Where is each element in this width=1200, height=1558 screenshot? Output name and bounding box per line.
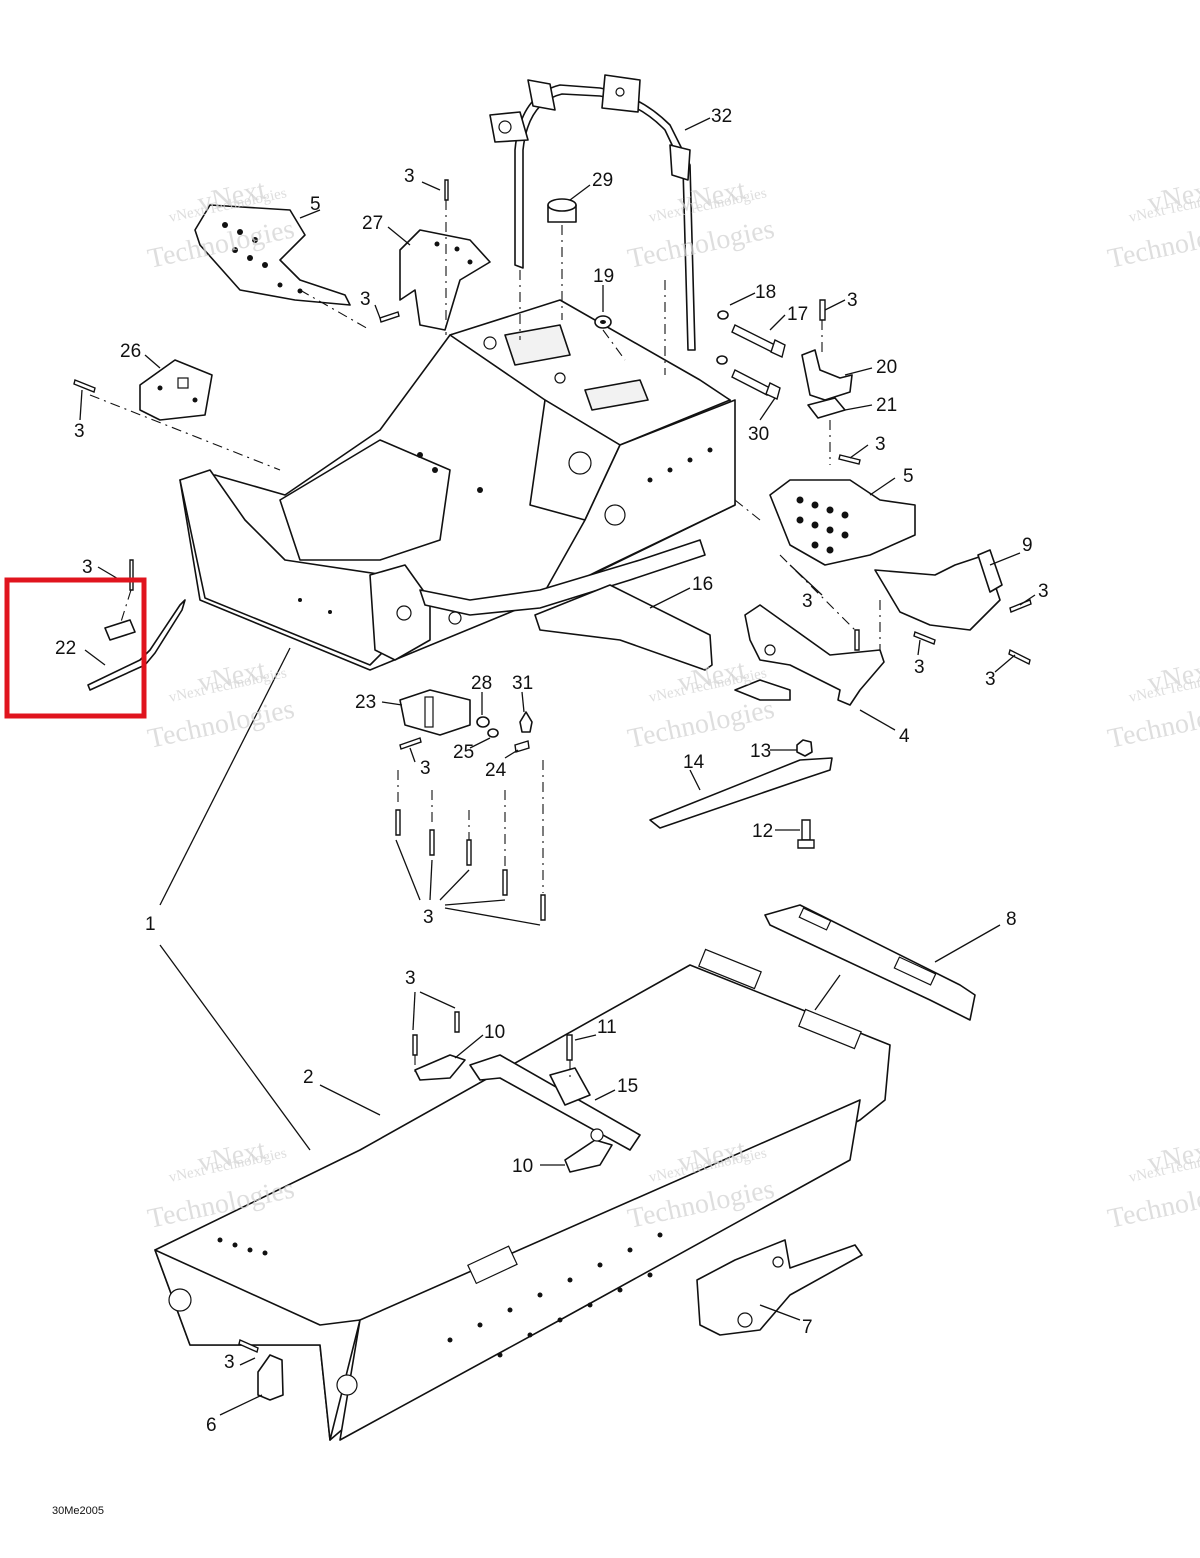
callout-25[interactable]: 25 [453,742,474,763]
callout-3-n[interactable]: 3 [224,1352,235,1373]
callout-7[interactable]: 7 [802,1317,813,1338]
callout-10-lower[interactable]: 10 [512,1156,533,1177]
part-20-bracket [801,349,853,401]
callout-3-m[interactable]: 3 [405,968,416,989]
part-5-left-footrest [194,204,351,306]
part-19-grommet [594,315,612,329]
callout-2[interactable]: 2 [303,1067,314,1088]
svg-text:Technologies: Technologies [1105,214,1200,275]
part-27-bracket [399,229,491,331]
part-9-bracket [874,549,1003,631]
callout-28[interactable]: 28 [471,673,492,694]
part-32-steering-support [489,74,696,351]
callout-12[interactable]: 12 [752,821,773,842]
callout-8[interactable]: 8 [1006,909,1017,930]
part-8-plate [764,904,976,1021]
callout-19[interactable]: 19 [593,266,614,287]
part-25-washer [487,728,499,738]
part-13-nut [796,739,813,757]
part-26-plate [139,359,213,421]
callout-20[interactable]: 20 [876,357,897,378]
part-7-bracket [696,1239,863,1336]
callout-18[interactable]: 18 [755,282,776,303]
part-29-bushing [547,198,577,223]
svg-text:vNext: vNext [195,1134,269,1179]
callout-14[interactable]: 14 [683,752,705,773]
callout-15[interactable]: 15 [617,1076,638,1097]
part-2-tunnel [154,948,891,1441]
part-23-hinge [399,689,471,736]
callout-9[interactable]: 9 [1022,535,1033,556]
part-14-bar [649,757,833,829]
part-24-screw [514,740,530,753]
part-18-washer [717,310,729,320]
callout-22[interactable]: 22 [55,638,76,659]
callout-4[interactable]: 4 [899,726,910,747]
callout-29[interactable]: 29 [592,170,613,191]
callout-3-d[interactable]: 3 [847,290,858,311]
callout-26[interactable]: 26 [120,341,141,362]
callout-3-a[interactable]: 3 [404,166,415,187]
highlight-box-part-22[interactable] [4,577,147,719]
callout-5-right[interactable]: 5 [903,466,914,487]
callout-3-j[interactable]: 3 [985,669,996,690]
callout-3-k[interactable]: 3 [420,758,431,779]
callout-6[interactable]: 6 [206,1415,217,1436]
part-16-reinforcement [534,584,713,671]
callout-17[interactable]: 17 [787,304,808,325]
part-12-bolt [797,819,815,849]
svg-text:Technologies: Technologies [625,214,777,275]
callout-16[interactable]: 16 [692,574,713,595]
callout-27[interactable]: 27 [362,213,383,234]
callout-5-left[interactable]: 5 [310,194,321,215]
callout-labels: 1 2 3 3 3 3 3 3 3 3 3 3 3 3 3 3 3 4 5 5 … [55,106,1049,1436]
callout-24[interactable]: 24 [485,760,507,781]
part-1-upper-frame [179,299,736,671]
leader-lines [79,117,1036,1416]
part-3-fasteners [73,179,1032,1353]
part-6-bracket [257,1354,284,1401]
callout-23[interactable]: 23 [355,692,376,713]
callout-32[interactable]: 32 [711,106,732,127]
part-15-crossmember [469,1054,641,1151]
callout-3-i[interactable]: 3 [914,657,925,678]
figure-code: 30Me2005 [52,1505,104,1517]
part-10-lower-mount [564,1128,613,1173]
part-31-clip [519,711,533,733]
callout-31[interactable]: 31 [512,673,533,694]
part-28-washer [476,716,490,728]
callout-3-c[interactable]: 3 [74,421,85,442]
callout-1[interactable]: 1 [145,914,156,935]
part-17-bolt [731,324,786,358]
callout-3-h[interactable]: 3 [802,591,813,612]
part-5-right-footrest [769,479,916,566]
callout-30[interactable]: 30 [748,424,769,445]
callout-3-b[interactable]: 3 [360,289,371,310]
callout-3-e[interactable]: 3 [875,434,886,455]
part-21-plate [807,397,846,419]
part-4-support [734,604,885,706]
part-11-fastener [566,1034,573,1061]
part-22-rod [87,599,186,691]
svg-text:vNext: vNext [195,654,269,699]
callout-3-l[interactable]: 3 [423,907,434,928]
callout-10-upper[interactable]: 10 [484,1022,505,1043]
svg-text:Technologies: Technologies [1105,694,1200,755]
part-10-upper-mount [414,1054,466,1081]
callout-21[interactable]: 21 [876,395,897,416]
callout-11[interactable]: 11 [597,1017,617,1038]
callout-3-f[interactable]: 3 [82,557,93,578]
callout-3-g[interactable]: 3 [1038,581,1049,602]
callout-13[interactable]: 13 [750,741,771,762]
assembly-dash-lines [89,200,881,1080]
svg-text:Technologies: Technologies [145,694,297,755]
part-30-bolt [716,355,781,400]
svg-text:Technologies: Technologies [1105,1174,1200,1235]
